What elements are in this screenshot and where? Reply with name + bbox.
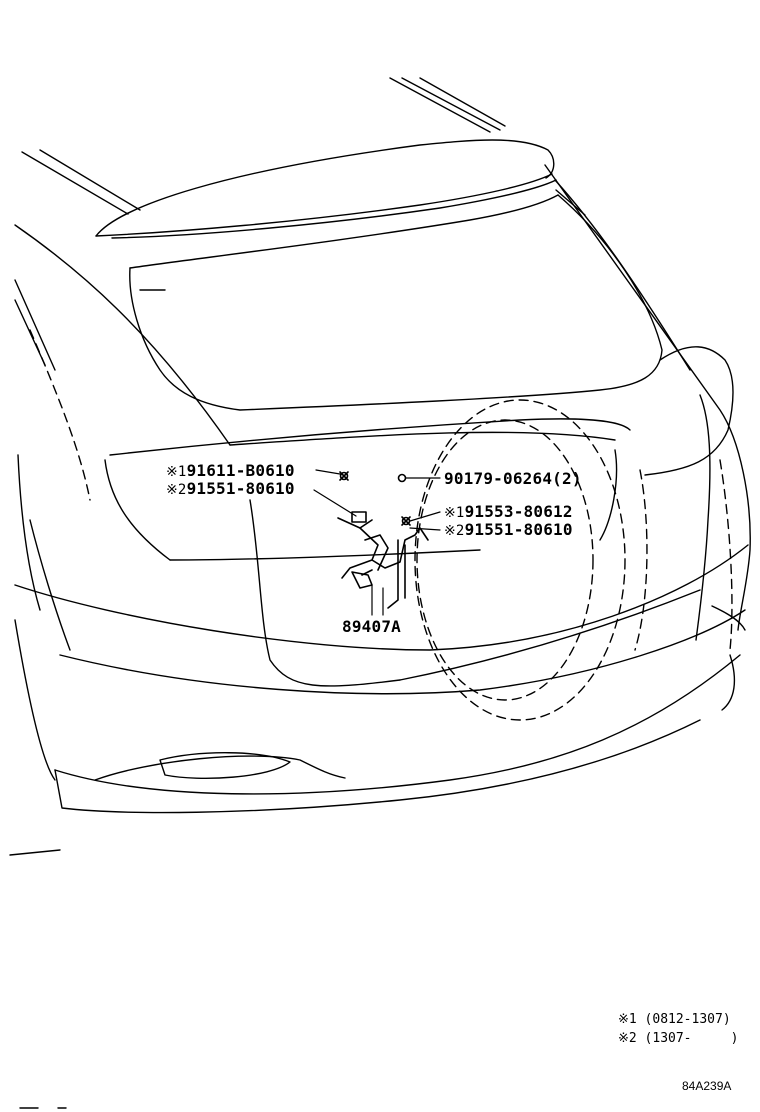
roof-rail-lines [21, 77, 506, 215]
fastener-bolts [339, 471, 411, 526]
part-number: 91551-80610 [464, 520, 573, 539]
part-label-91551-80610-right[interactable]: ※291551-80610 [444, 521, 573, 540]
body-panel-lines [14, 164, 751, 781]
variant-mark: ※1 [166, 464, 187, 480]
rear-bumper-outline [9, 544, 749, 1109]
variant-mark: ※1 [444, 505, 465, 521]
date-range-note-1: ※1 (0812-1307) [618, 1012, 731, 1027]
part-number: 90179-06264 [444, 469, 553, 488]
leader-lines [313, 469, 441, 616]
variant-mark: ※2 [444, 523, 465, 539]
part-number: 89407A [342, 617, 401, 636]
part-label-91551-80610-left[interactable]: ※291551-80610 [166, 480, 295, 499]
rear-spoiler-outline [95, 139, 557, 239]
spare-tire-hidden-outline [29, 329, 733, 721]
wire-harness-assembly [337, 511, 429, 609]
part-number: 91551-80610 [186, 479, 295, 498]
part-label-89407a[interactable]: 89407A [342, 618, 401, 636]
variant-mark: ※2 [166, 482, 187, 498]
part-label-91611-b0610[interactable]: ※191611-B0610 [166, 462, 295, 481]
part-quantity: (2) [552, 469, 582, 488]
part-number: 91611-B0610 [186, 461, 295, 480]
diagram-reference-code: 84A239A [682, 1079, 732, 1093]
part-label-90179-06264[interactable]: 90179-06264(2) [444, 470, 582, 488]
part-number: 91553-80612 [464, 502, 573, 521]
part-label-91553-80612[interactable]: ※191553-80612 [444, 503, 573, 522]
date-range-note-2: ※2 (1307- ) [618, 1031, 739, 1046]
rear-window-outline [129, 189, 663, 411]
